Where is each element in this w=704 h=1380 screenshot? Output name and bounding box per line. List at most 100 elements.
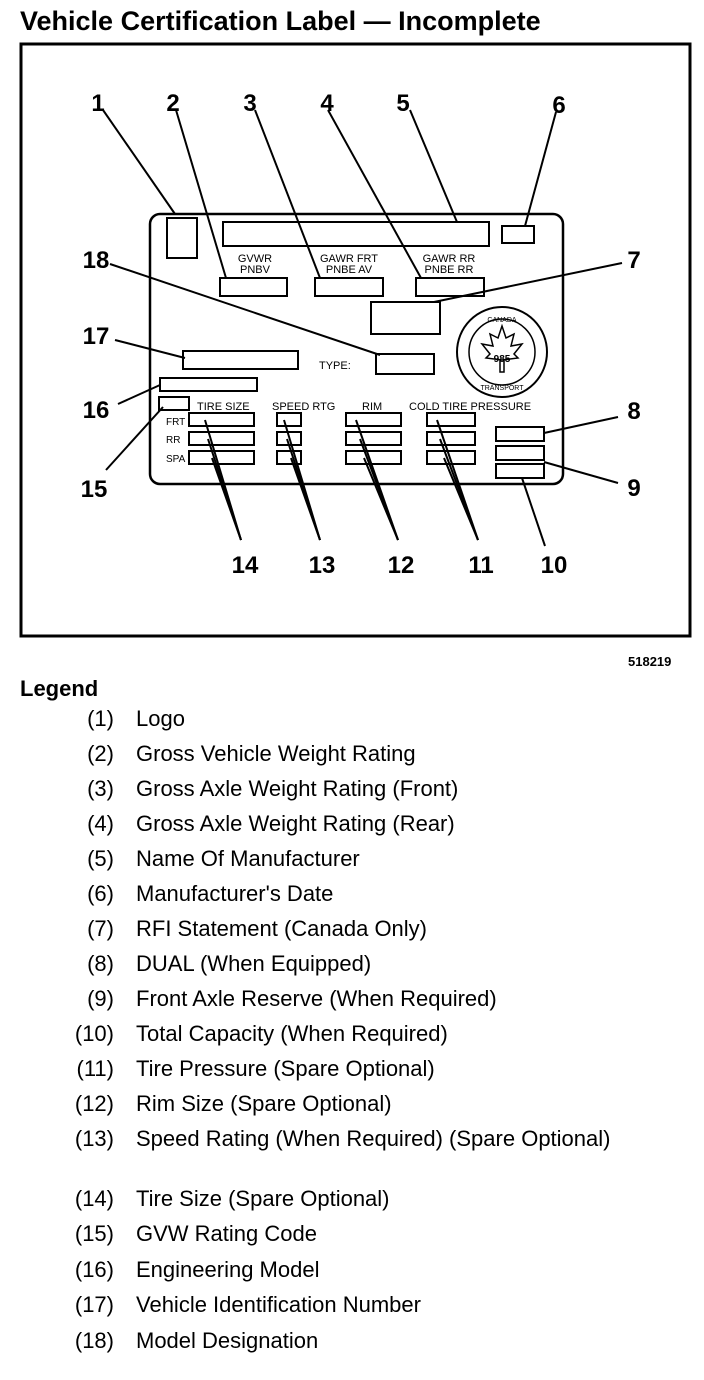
maple-leaf-icon [480, 323, 524, 373]
tire-size-spare-box [188, 450, 255, 465]
callout-18: 18 [83, 247, 110, 274]
callout-11: 11 [468, 552, 493, 579]
pressure-front-box [426, 412, 476, 427]
legend-item-number: (6) [87, 881, 114, 906]
legend-item-text: Tire Pressure (Spare Optional) [136, 1056, 435, 1081]
total-capacity-box [495, 463, 545, 479]
legend-item: (16) Engineering Model [0, 1257, 704, 1283]
legend-item-number: (7) [87, 916, 114, 941]
callout-16: 16 [83, 397, 110, 424]
legend-item: (4) Gross Axle Weight Rating (Rear) [0, 811, 704, 837]
legend-item-text: Tire Size (Spare Optional) [136, 1186, 390, 1211]
legend-item-number: (16) [74, 1257, 114, 1282]
legend-item-number: (10) [74, 1021, 114, 1046]
engineering-model-box [159, 377, 258, 392]
gawr-rear-box [415, 277, 485, 297]
row-spare-caption: SPA [166, 454, 186, 465]
legend-item: (1)Logo [0, 706, 704, 732]
model-designation-box [375, 353, 435, 375]
legend-item: (9)Front Axle Reserve (When Required) [0, 986, 704, 1012]
legend-item-text: Rim Size (Spare Optional) [136, 1091, 392, 1116]
callout-7: 7 [627, 247, 640, 274]
pressure-rear-box [426, 431, 476, 446]
callout-numbers: 1 2 3 4 5 6 7 8 9 10 11 12 13 14 15 16 1… [81, 90, 641, 579]
legend-item-number: (18) [74, 1328, 114, 1353]
legend-item-text: Name Of Manufacturer [136, 846, 360, 871]
callout-1: 1 [91, 90, 104, 117]
callout-4: 4 [320, 90, 334, 117]
rim-rear-box [345, 431, 402, 446]
callout-13: 13 [309, 552, 336, 579]
legend-item-text: Speed Rating (When Required) (Spare Opti… [136, 1126, 611, 1151]
tire-size-rear-box [188, 431, 255, 446]
legend-item-text: Logo [136, 706, 185, 731]
row-front-caption: FRT [166, 417, 185, 428]
gvw-rating-code-box [158, 396, 190, 411]
callout-15: 15 [81, 476, 108, 503]
legend-item-number: (2) [87, 741, 114, 766]
legend-item-number: (12) [74, 1091, 114, 1116]
dual-box [495, 426, 545, 442]
legend-item: (2) Gross Vehicle Weight Rating [0, 741, 704, 767]
legend-item-number: (3) [87, 776, 114, 801]
callout-5: 5 [396, 90, 409, 117]
gawr-front-box [314, 277, 384, 297]
legend-item: (7) RFI Statement (Canada Only) [0, 916, 704, 942]
front-axle-reserve-box [495, 445, 545, 461]
legend-item-text: Gross Vehicle Weight Rating [136, 741, 416, 766]
legend-item-number: (8) [87, 951, 114, 976]
legend-item: (8) DUAL (When Equipped) [0, 951, 704, 977]
canada-seal: CANADA TRANSPORT 985 [456, 306, 548, 398]
legend-item-text: RFI Statement (Canada Only) [136, 916, 428, 941]
gawr-rear-caption-lower: PNBE RR [425, 264, 474, 276]
legend-item-number: (13) [74, 1126, 114, 1151]
legend-item-text: Vehicle Identification Number [136, 1292, 421, 1317]
tire-size-header: TIRE SIZE [197, 401, 250, 413]
callout-17: 17 [83, 323, 110, 350]
cold-tire-pressure-header: COLD TIRE PRESSURE [409, 401, 531, 413]
callout-10: 10 [541, 552, 568, 579]
rim-header: RIM [362, 401, 382, 413]
gvwr-box [219, 277, 288, 297]
row-rear-caption: RR [166, 435, 180, 446]
seal-top-text: CANADA [487, 317, 517, 324]
gvwr-caption-upper: GVWR [238, 253, 272, 265]
speed-rating-spare-box [276, 450, 302, 465]
callout-9: 9 [627, 475, 640, 502]
gawr-rear-caption-upper: GAWR RR [423, 253, 476, 265]
legend-item-number: (15) [74, 1221, 114, 1246]
figure-id: 518219 [628, 654, 672, 669]
rim-spare-box [345, 450, 402, 465]
legend-item-text: Gross Axle Weight Rating (Front) [136, 776, 459, 801]
page-title: Vehicle Certification Label — Incomplete [20, 6, 541, 36]
legend-item-number: (14) [74, 1186, 114, 1211]
legend-heading: Legend [20, 676, 99, 701]
gawr-front-caption-lower: PNBE AV [326, 264, 373, 276]
legend-item-text: Gross Axle Weight Rating (Rear) [136, 811, 455, 836]
speed-rating-front-box [276, 412, 302, 427]
seal-bottom-text: TRANSPORT [480, 385, 524, 392]
legend-item-number: (5) [87, 846, 114, 871]
leader-lines [102, 109, 623, 547]
legend-item-number: (11) [76, 1056, 115, 1081]
legend-item-text: DUAL (When Equipped) [136, 951, 372, 976]
legend-item-text: Manufacturer's Date [136, 881, 334, 906]
callout-3: 3 [243, 90, 256, 117]
gvwr-caption-lower: PNBV [240, 264, 271, 276]
diagram-frame [19, 42, 692, 638]
logo-box [166, 217, 198, 259]
rfi-statement-box [370, 301, 441, 335]
legend-item-text: Front Axle Reserve (When Required) [136, 986, 497, 1011]
legend-item: (15)GVW Rating Code [0, 1221, 704, 1247]
legend-item-text: Total Capacity (When Required) [136, 1021, 448, 1046]
legend-item: (13) Speed Rating (When Required) (Spare … [0, 1126, 704, 1152]
legend-item-number: (4) [87, 811, 114, 836]
legend-item: (14) Tire Size (Spare Optional) [0, 1186, 704, 1212]
seal-number: 985 [494, 354, 511, 365]
legend-item-number: (17) [74, 1292, 114, 1317]
gawr-front-caption-upper: GAWR FRT [320, 253, 378, 265]
legend-item: (10) Total Capacity (When Required) [0, 1021, 704, 1047]
legend-item: (6) Manufacturer's Date [0, 881, 704, 907]
legend-item-text: Model Designation [136, 1328, 319, 1353]
legend-item-text: Engineering Model [136, 1257, 320, 1282]
